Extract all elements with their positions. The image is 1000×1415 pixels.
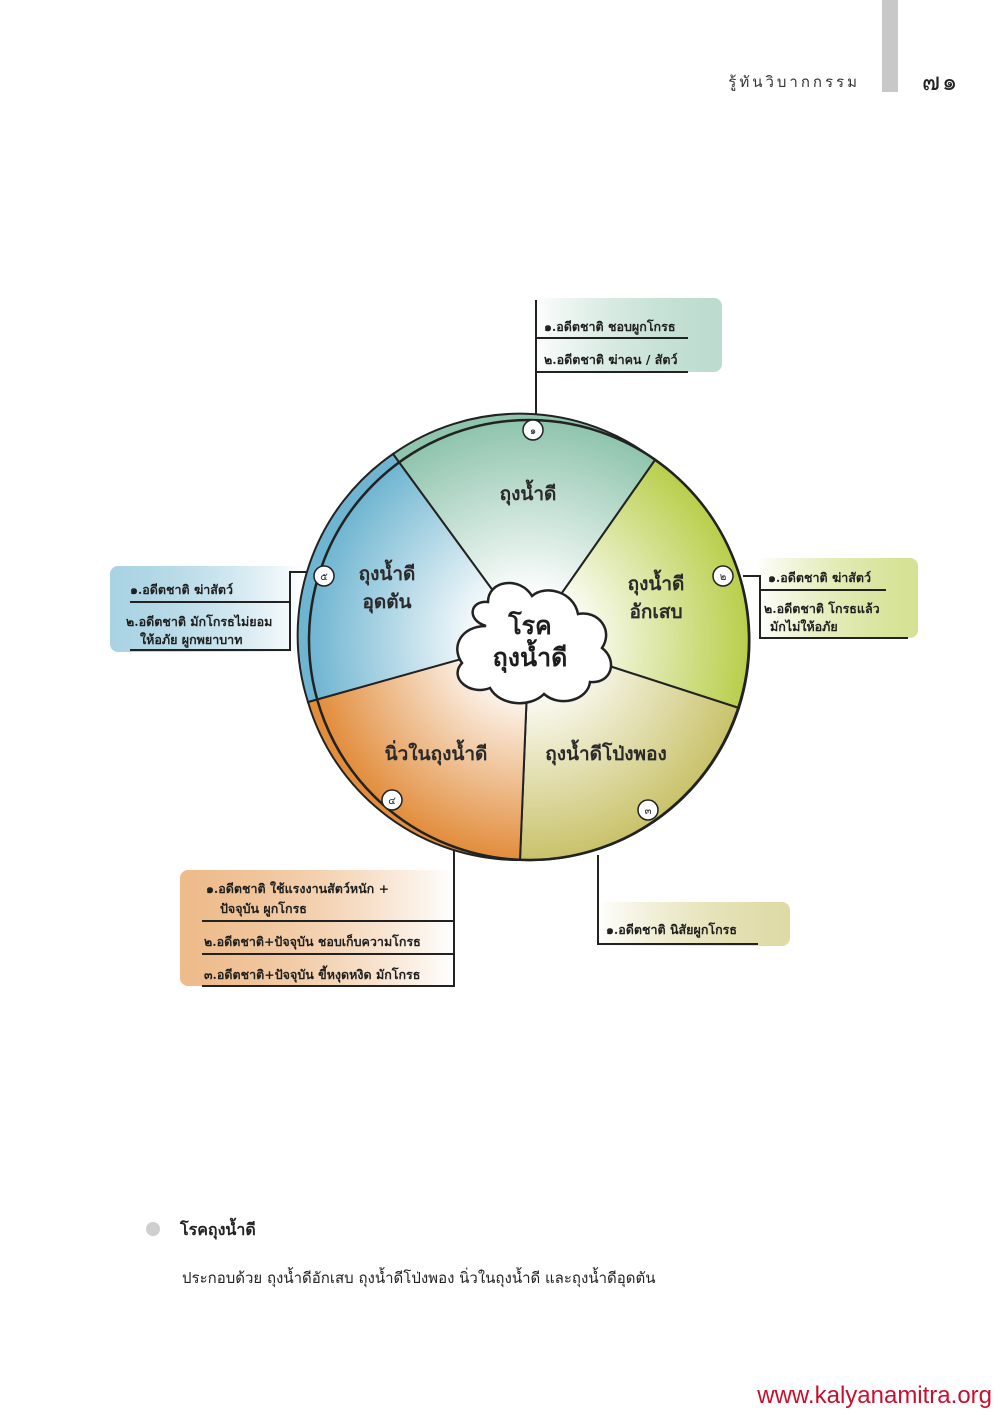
segment-number-1: ๑ [522,419,544,441]
box-right: ๑.อดีตชาติ ฆ่าสัตว์ ๒.อดีตชาติ โกรธแล้ว … [743,558,918,639]
box-bottom-right: ๑.อดีตชาติ นิสัยผูกโกรธ [596,855,790,946]
svg-text:๑.อดีตชาติ ฆ่าสัตว์: ๑.อดีตชาติ ฆ่าสัตว์ [768,570,871,585]
svg-text:๑.อดีตชาติ นิสัยผูกโกรธ: ๑.อดีตชาติ นิสัยผูกโกรธ [606,922,737,938]
gallbladder-diagram: ๑.อดีตชาติ ชอบผูกโกรธ ๒.อดีตชาติ ฆ่าคน /… [110,298,918,987]
box-bottom-left-item-3: ๓.อดีตชาติ+ปัจจุบัน ขี้หงุดหงิด มักโกรธ [204,965,420,983]
segment-number-2: ๒ [712,565,734,587]
caption-body: ประกอบด้วย ถุงน้ำดีอักเสบ ถุงน้ำดีโป่งพอ… [182,1269,656,1287]
segment-4-label: นิ่วในถุงน้ำดี [385,739,488,766]
wheel-rim [307,418,751,862]
svg-text:๒: ๒ [720,572,727,583]
svg-text:๑: ๑ [530,426,536,437]
box-top-item-2: ๒.อดีตชาติ ฆ่าคน / สัตว์ [544,352,678,367]
box-left-item-2: ๒.อดีตชาติ มักโกรธไม่ยอม [126,614,272,629]
svg-text:๓.อดีตชาติ+ปัจจุบัน ขี้หงุดหงิ: ๓.อดีตชาติ+ปัจจุบัน ขี้หงุดหงิด มักโกรธ [204,965,420,983]
box-left: ๑.อดีตชาติ ฆ่าสัตว์ ๒.อดีตชาติ มักโกรธไม… [110,566,308,652]
svg-text:๒.อดีตชาติ+ปัจจุบัน ชอบเก็บควา: ๒.อดีตชาติ+ปัจจุบัน ชอบเก็บความโกรธ [204,934,421,950]
center-cloud [456,581,613,705]
box-bottom-left-item-1b: ปัจจุบัน ผูกโกรธ [220,901,307,917]
caption-title: โรคถุงน้ำดี [180,1220,256,1239]
box-bottom-left: ๑.อดีตชาติ ใช้แรงงานสัตว์หนัก + ปัจจุบัน… [180,845,455,987]
segment-2-label-line2: อักเสบ [629,601,682,623]
box-left-item-2b: ให้อภัย ผูกพยาบาท [140,632,242,648]
box-bottom-right-item-1: ๑.อดีตชาติ นิสัยผูกโกรธ [606,922,737,938]
svg-text:๒.อดีตชาติ มักโกรธไม่ยอม: ๒.อดีตชาติ มักโกรธไม่ยอม [126,614,272,629]
page-number: ๗๑ [922,68,960,96]
website-link[interactable]: www.kalyanamitra.org [757,1382,992,1409]
box-bottom-left-item-1: ๑.อดีตชาติ ใช้แรงงานสัตว์หนัก + [206,881,389,896]
svg-text:๔: ๔ [388,796,396,807]
segment-number-3: ๓ [637,799,659,821]
center-title: โรค [507,610,552,640]
svg-text:๑.อดีตชาติ ใช้แรงงานสัตว์หนัก: ๑.อดีตชาติ ใช้แรงงานสัตว์หนัก + [206,881,389,896]
svg-text:๒.อดีตชาติ โกรธแล้ว: ๒.อดีตชาติ โกรธแล้ว [764,601,880,616]
segment-number-4: ๔ [381,789,403,811]
svg-text:๑.อดีตชาติ ฆ่าสัตว์: ๑.อดีตชาติ ฆ่าสัตว์ [130,582,233,597]
bullet-icon [146,1222,160,1236]
running-header: รู้ทันวิบากกรรม [728,73,860,91]
svg-text:ปัจจุบัน ผูกโกรธ: ปัจจุบัน ผูกโกรธ [220,901,307,917]
box-right-item-2: ๒.อดีตชาติ โกรธแล้ว [764,601,880,616]
box-left-item-1: ๑.อดีตชาติ ฆ่าสัตว์ [130,582,233,597]
segment-2-label: ถุงน้ำดี [628,569,685,596]
box-right-item-2b: มักไม่ให้อภัย [770,619,838,634]
svg-text:ให้อภัย ผูกพยาบาท: ให้อภัย ผูกพยาบาท [140,632,242,648]
svg-text:๓: ๓ [645,806,652,817]
box-right-item-1: ๑.อดีตชาติ ฆ่าสัตว์ [768,570,871,585]
svg-text:๕: ๕ [320,572,328,583]
segment-5-label: ถุงน้ำดี [359,559,416,586]
segment-number-5: ๕ [313,565,335,587]
segment-3-label: ถุงน้ำดีโป่งพอง [545,739,667,766]
header-bar [882,0,898,92]
box-top-item-1: ๑.อดีตชาติ ชอบผูกโกรธ [544,319,675,335]
segment-5-label-line2: อุดตัน [362,591,411,614]
segment-4-stones [306,638,531,862]
svg-text:๒.อดีตชาติ ฆ่าคน / สัตว์: ๒.อดีตชาติ ฆ่าคน / สัตว์ [544,352,678,367]
box-bottom-left-item-2: ๒.อดีตชาติ+ปัจจุบัน ชอบเก็บความโกรธ [204,934,421,950]
box-top: ๑.อดีตชาติ ชอบผูกโกรธ ๒.อดีตชาติ ฆ่าคน /… [532,298,722,420]
segment-1-label: ถุงน้ำดี [500,479,557,506]
center-title-line2: ถุงน้ำดี [493,638,568,674]
svg-text:มักไม่ให้อภัย: มักไม่ให้อภัย [770,619,838,634]
svg-text:๑.อดีตชาติ ชอบผูกโกรธ: ๑.อดีตชาติ ชอบผูกโกรธ [544,319,675,335]
